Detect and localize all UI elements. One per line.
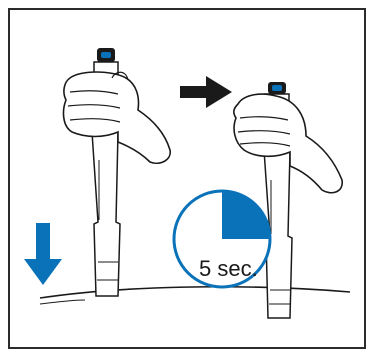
right-pen-button-accent (272, 85, 282, 91)
timer-label: 5 sec. (199, 256, 258, 281)
left-pen-button-accent (101, 52, 111, 58)
clock-timer-icon: 5 sec. (174, 191, 270, 287)
